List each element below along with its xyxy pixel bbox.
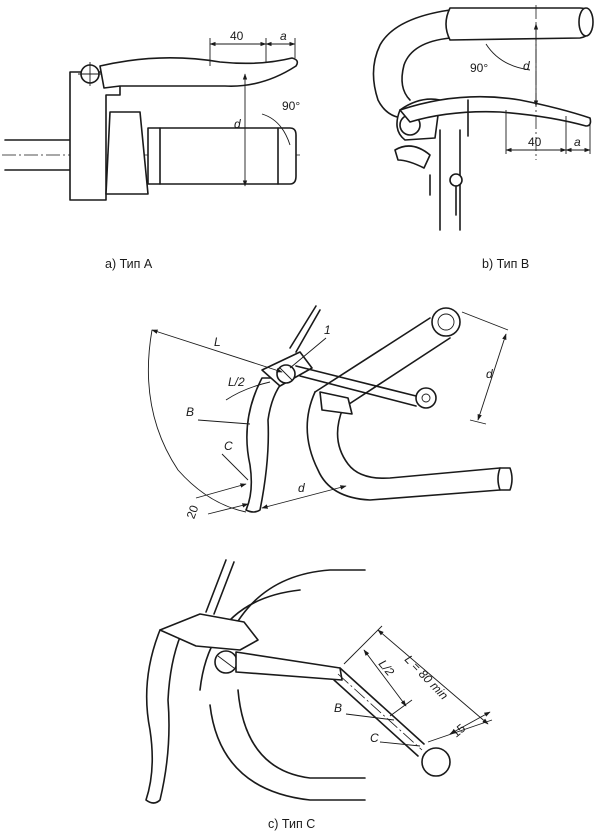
type-a-dim-40: 40 xyxy=(230,29,244,43)
type-c-bottom-dim-L: L = 80 min xyxy=(402,652,451,702)
type-c-bottom-label-B: B xyxy=(334,701,342,715)
type-b-dim-d: d xyxy=(523,59,530,73)
type-c-top-dim-20: 20 xyxy=(184,503,202,521)
type-b-angle: 90° xyxy=(470,61,488,75)
type-c-top-label-C: C xyxy=(224,439,233,453)
type-b-dim-40: 40 xyxy=(528,135,542,149)
type-a-angle: 90° xyxy=(282,99,300,113)
type-c-top-dim-d-bottom: d xyxy=(298,481,305,495)
type-c-bottom-dim-15: 15 xyxy=(449,721,468,741)
type-c-bottom-figure: L = 80 min L/2 15 B C xyxy=(145,559,493,804)
type-a-dim-a: a xyxy=(280,29,287,43)
type-c-top-dim-L2: L/2 xyxy=(228,375,245,389)
type-c-top-figure: L L/2 B C 20 d d 1 xyxy=(147,305,513,521)
type-c-top-dim-d-right: d xyxy=(486,367,493,381)
type-c-bottom-dim-L2: L/2 xyxy=(376,657,398,679)
type-c-top-callout-1: 1 xyxy=(324,323,331,337)
type-a-dim-d: d xyxy=(234,117,241,131)
type-b-dim-a: a xyxy=(574,135,581,149)
type-c-bottom-label-C: C xyxy=(370,731,379,745)
type-c-top-label-B: B xyxy=(186,405,194,419)
type-b-figure: d 90° 40 a xyxy=(372,5,594,231)
caption-type-b: b) Тип B xyxy=(482,257,529,271)
type-a-figure: 40 a d 90° xyxy=(2,29,300,201)
caption-type-c: c) Тип C xyxy=(268,817,315,831)
type-c-top-dim-L: L xyxy=(214,335,221,349)
caption-type-a: a) Тип A xyxy=(105,257,153,271)
